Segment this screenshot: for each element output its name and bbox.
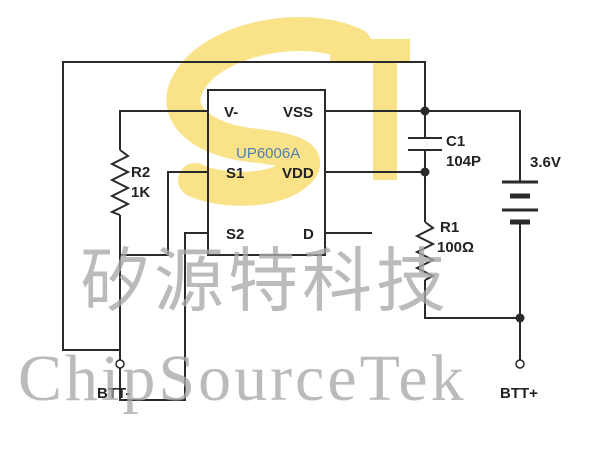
r1-ref-label: R1 bbox=[440, 219, 459, 236]
watermark-chinese: 矽源特科技 bbox=[80, 240, 450, 322]
terminal-label-btt-plus: BTT+ bbox=[500, 385, 538, 402]
company-logo bbox=[166, 17, 410, 206]
pin-label-v-minus: V- bbox=[224, 104, 238, 121]
terminal-label-btt-minus: BTT- bbox=[97, 385, 130, 402]
terminal-btt-plus bbox=[515, 359, 525, 369]
pin-label-vss: VSS bbox=[283, 104, 313, 121]
pin-label-s2: S2 bbox=[226, 226, 244, 243]
c1-ref-label: C1 bbox=[446, 133, 465, 150]
resistor-r2 bbox=[109, 149, 131, 216]
junction-dot bbox=[420, 167, 430, 177]
junction-dot bbox=[420, 106, 430, 116]
junction-dots bbox=[420, 106, 525, 323]
pin-label-vdd: VDD bbox=[282, 165, 314, 182]
battery-symbol bbox=[502, 180, 538, 225]
chip-body bbox=[207, 89, 326, 256]
r1-value-label: 100Ω bbox=[437, 239, 474, 256]
pin-label-d: D bbox=[303, 226, 314, 243]
r2-ref-label: R2 bbox=[131, 164, 150, 181]
watermark-english: ChipSourceTek bbox=[18, 342, 467, 415]
terminal-btt-minus bbox=[115, 359, 125, 369]
resistor-r1 bbox=[414, 221, 436, 281]
capacitor-c1 bbox=[408, 137, 442, 151]
chip-part-number: UP6006A bbox=[236, 145, 300, 162]
junction-dot bbox=[515, 313, 525, 323]
c1-value-label: 104P bbox=[446, 153, 481, 170]
r2-value-label: 1K bbox=[131, 184, 150, 201]
battery-voltage-label: 3.6V bbox=[530, 154, 561, 171]
circuit-wires bbox=[62, 61, 521, 401]
pin-label-s1: S1 bbox=[226, 165, 244, 182]
